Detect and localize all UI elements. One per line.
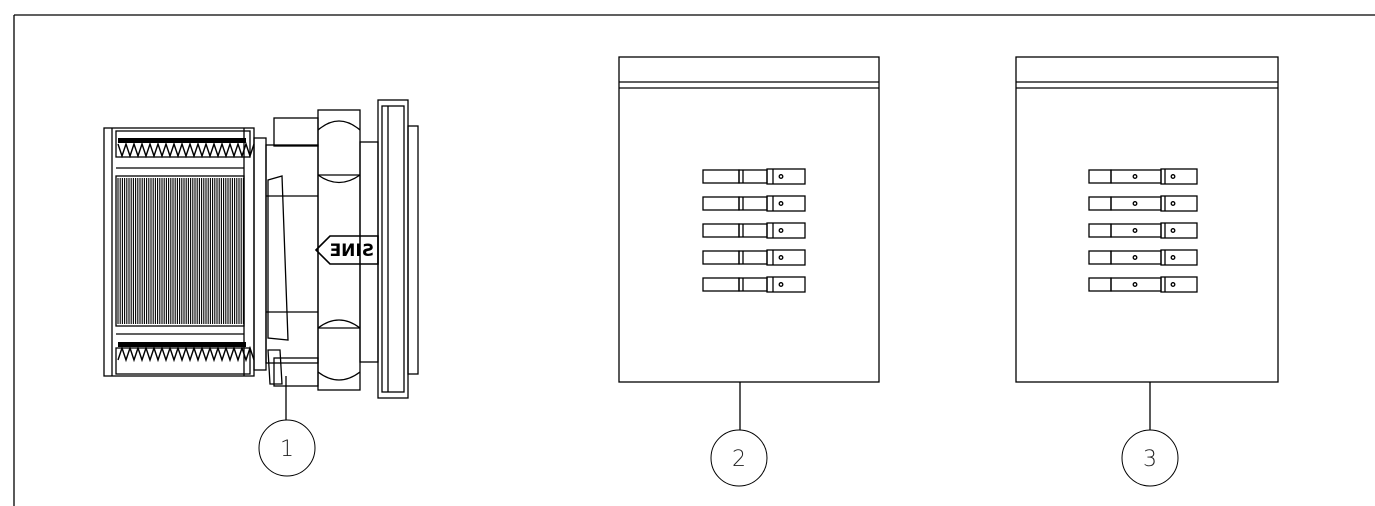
thread-teeth-bottom (117, 342, 255, 363)
frame-border (13, 14, 1375, 506)
sine-logo: SINE (314, 235, 379, 265)
connector-side-view: SINE (103, 99, 419, 420)
contact-pin (1088, 168, 1198, 185)
contact-pin (702, 276, 806, 293)
contact-pin (1088, 222, 1198, 239)
callout-2: 2 (710, 429, 768, 487)
callout-3-number: 3 (1143, 447, 1157, 472)
ribbed-grip (117, 178, 244, 324)
callout-3: 3 (1121, 429, 1179, 487)
thread-teeth-top (117, 138, 255, 159)
contact-pin (1088, 195, 1198, 212)
contact-pin (1088, 276, 1198, 293)
contact-pin (1088, 249, 1198, 266)
terminal-bag-3 (1015, 56, 1279, 430)
callout-2-number: 2 (732, 447, 746, 472)
contact-pin (702, 195, 806, 212)
contact-pins-2 (702, 168, 806, 293)
contact-pin (702, 249, 806, 266)
callout-1: 1 (258, 419, 316, 477)
terminal-bag-2 (618, 56, 880, 430)
contact-pins-3 (1088, 168, 1198, 293)
callout-1-number: 1 (280, 437, 294, 462)
logo-text: SINE (330, 241, 374, 261)
contact-pin (702, 168, 806, 185)
contact-pin (702, 222, 806, 239)
